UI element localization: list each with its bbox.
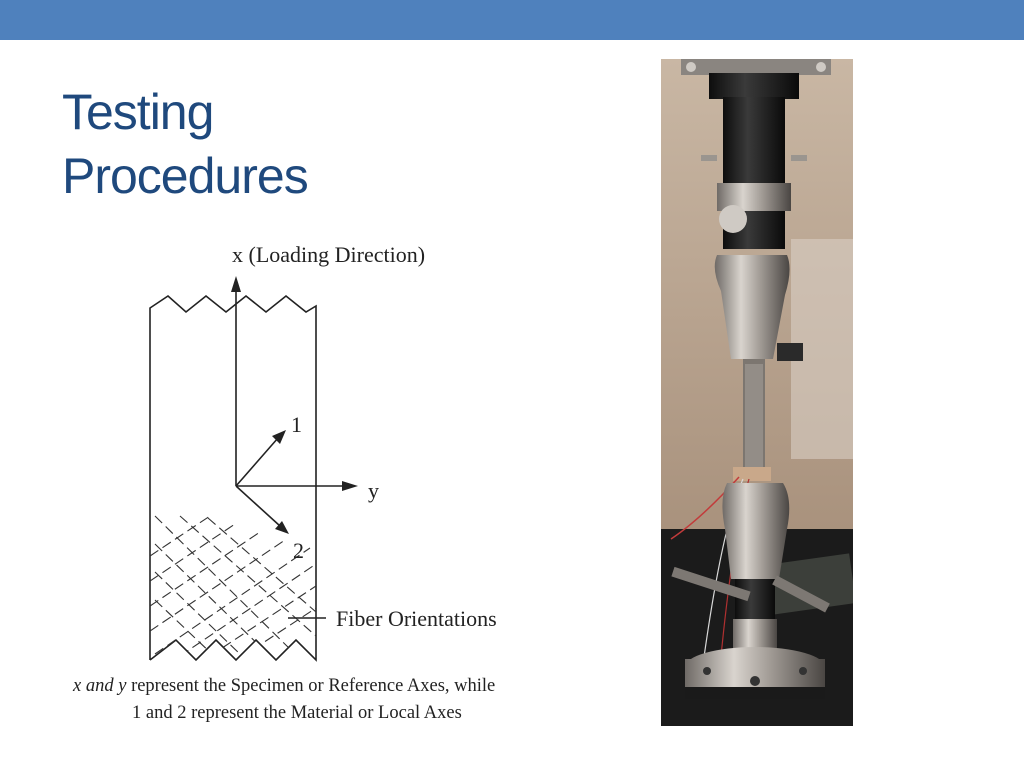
- axis-2-label: 2: [293, 538, 304, 563]
- title-line-2: Procedures: [62, 148, 309, 204]
- specimen-outline: [149, 294, 317, 662]
- caption-line-1: x and y represent the Specimen or Refere…: [72, 676, 495, 696]
- axis-2-line: [235, 485, 281, 527]
- slide-title: Testing Procedures: [62, 80, 462, 208]
- x-axis-label: x (Loading Direction): [232, 242, 425, 267]
- caption-variables: x and y: [72, 676, 127, 696]
- fiber-orientations-label: Fiber Orientations: [336, 606, 497, 631]
- axis-1-arrowhead: [272, 430, 286, 444]
- x-axis-arrowhead: [231, 276, 241, 292]
- fiber-hatching: [150, 515, 316, 659]
- top-accent-bar: [0, 0, 1024, 40]
- title-line-1: Testing: [62, 84, 214, 140]
- caption-line-2: 1 and 2 represent the Material or Local …: [132, 703, 462, 723]
- specimen-axes-diagram: x (Loading Direction) y 1 2 Fiber Orient…: [72, 242, 497, 723]
- axis-1-label: 1: [291, 412, 302, 437]
- testing-machine-photo: [661, 59, 853, 726]
- caption-line-1-text: represent the Specimen or Reference Axes…: [126, 676, 495, 696]
- axis-2-arrowhead: [275, 521, 289, 534]
- y-axis-label: y: [368, 478, 379, 503]
- y-axis-arrowhead: [342, 481, 358, 491]
- axis-1-line: [235, 437, 279, 487]
